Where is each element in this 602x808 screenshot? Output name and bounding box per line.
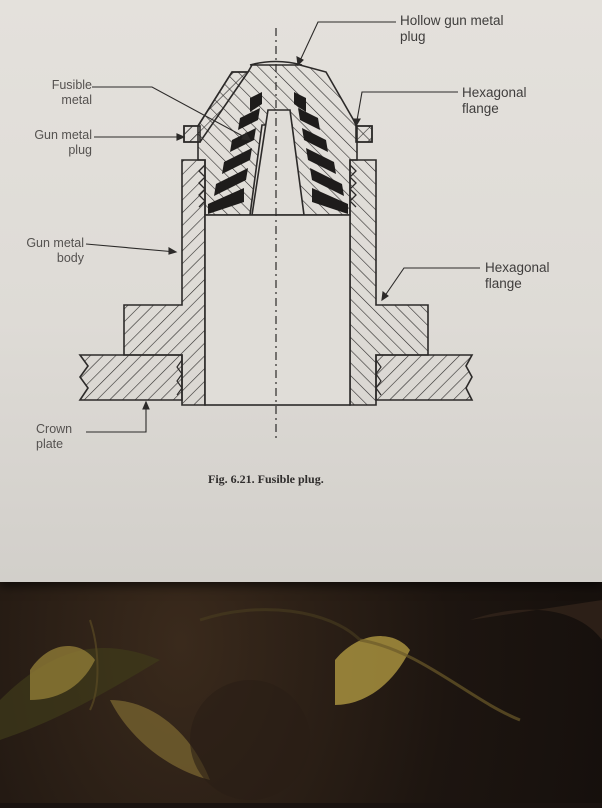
gun-metal-body: [123, 159, 429, 406]
fusible-metal: [208, 92, 348, 214]
label-hollow-gun-metal-plug: Hollow gun metal plug: [400, 13, 504, 44]
label-gun-metal-plug: Gun metal plug: [34, 128, 92, 157]
label-fusible-metal: Fusible metal: [51, 78, 92, 107]
crown-plate: [78, 354, 474, 401]
inner-bore: [204, 214, 351, 406]
label-gun-metal-body: Gun metal body: [26, 236, 84, 265]
label-hexagonal-flange-bottom: Hexagonal flange: [485, 260, 550, 291]
book-page: Hollow gun metal plug Fusible metal Hexa…: [0, 0, 602, 582]
figure-caption: Fig. 6.21. Fusible plug.: [208, 472, 324, 486]
leader-lines: [85, 21, 480, 433]
label-crown-plate: Crown plate: [36, 422, 73, 451]
label-hexagonal-flange-top: Hexagonal flange: [462, 85, 527, 116]
fusible-plug-diagram: [78, 21, 480, 440]
